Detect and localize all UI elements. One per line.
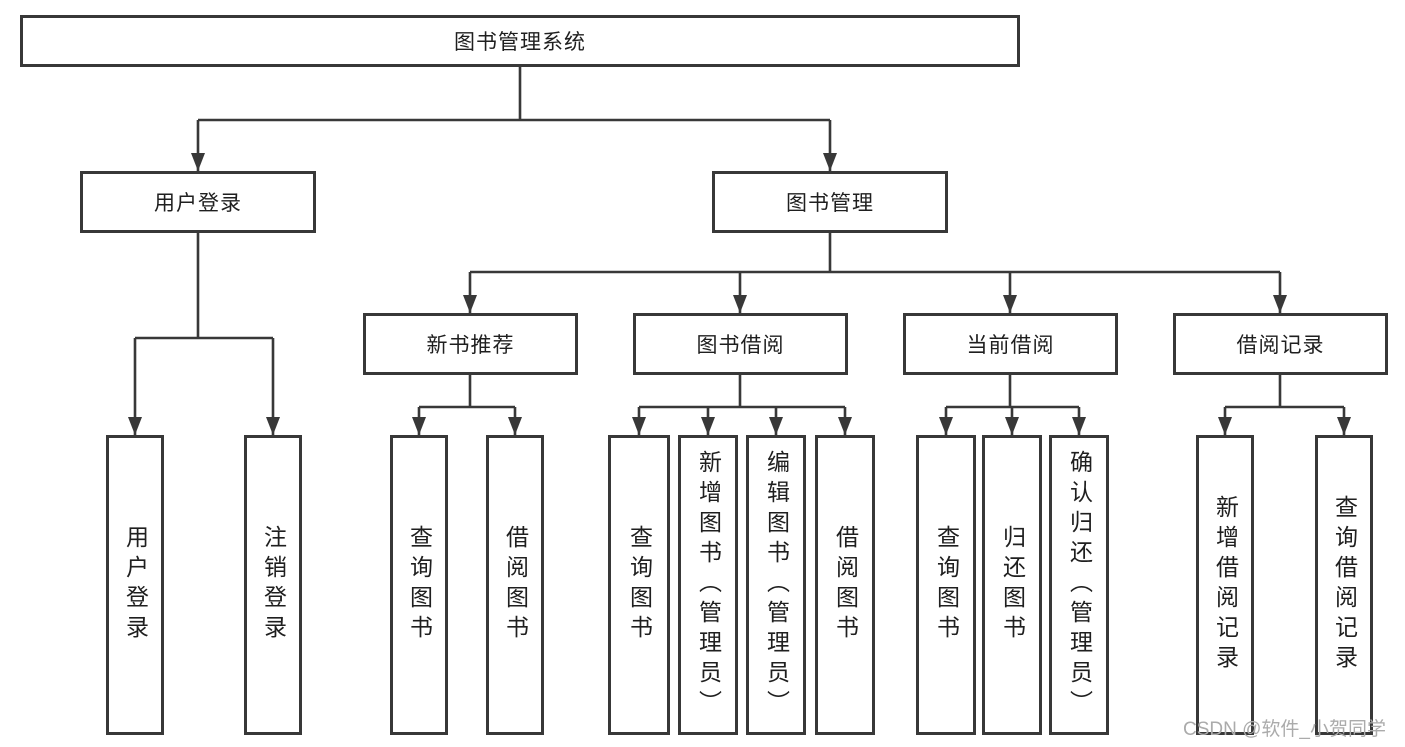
leaf-label: 查询借阅记录 [1331,495,1358,675]
watermark: CSDN @软件_小贺同学 [1183,719,1386,740]
arrow-icon [463,295,477,313]
node-borrow-records: 借阅记录 [1173,313,1388,375]
leaf-query-books-borrow: 查询图书 [608,435,670,735]
leaf-add-books-admin: 新增图书（管理员） [678,435,738,735]
leaf-label: 查询图书 [626,525,653,645]
leaf-confirm-return-admin: 确认归还（管理员） [1049,435,1109,735]
arrow-icon [266,417,280,435]
arrow-icon [1003,295,1017,313]
leaf-label: 确认归还（管理员） [1066,450,1093,720]
node-new-book-recommend: 新书推荐 [363,313,578,375]
node-user-login: 用户登录 [80,171,316,233]
connector-new-book-recommend [417,375,517,435]
node-current-borrow: 当前借阅 [903,313,1118,375]
leaf-label: 新增图书（管理员） [695,450,722,720]
node-root: 图书管理系统 [20,15,1020,67]
arrow-icon [1072,417,1086,435]
arrow-icon [1218,417,1232,435]
leaf-add-borrow-record: 新增借阅记录 [1196,435,1254,735]
arrow-icon [939,417,953,435]
arrow-icon [1273,295,1287,313]
leaf-query-borrow-record: 查询借阅记录 [1315,435,1373,735]
arrow-icon [1337,417,1351,435]
connector-borrow-records [1223,375,1346,435]
leaf-user-login: 用户登录 [106,435,164,735]
arrow-icon [632,417,646,435]
leaf-label: 借阅图书 [502,525,529,645]
arrow-icon [823,153,837,171]
leaf-label: 编辑图书（管理员） [763,450,790,720]
arrow-icon [508,417,522,435]
connector-root-l2 [196,67,832,171]
leaf-label: 归还图书 [999,525,1026,645]
node-book-management: 图书管理 [712,171,948,233]
arrow-icon [128,417,142,435]
leaf-label: 查询图书 [933,525,960,645]
leaf-edit-books-admin: 编辑图书（管理员） [746,435,806,735]
leaf-label: 新增借阅记录 [1212,495,1239,675]
arrow-icon [191,153,205,171]
leaf-return-books: 归还图书 [982,435,1042,735]
node-book-borrow: 图书借阅 [633,313,848,375]
leaf-query-books-current: 查询图书 [916,435,976,735]
leaf-label: 用户登录 [122,525,149,645]
connector-book-management [468,233,1282,313]
leaf-borrow-books: 借阅图书 [815,435,875,735]
connector-book-borrow [637,375,847,435]
arrow-icon [701,417,715,435]
leaf-borrow-books-recommend: 借阅图书 [486,435,544,735]
leaf-logout: 注销登录 [244,435,302,735]
arrow-icon [769,417,783,435]
arrow-icon [733,295,747,313]
leaf-query-books-recommend: 查询图书 [390,435,448,735]
connector-user-login [133,233,275,435]
arrow-icon [838,417,852,435]
leaf-label: 查询图书 [406,525,433,645]
leaf-label: 借阅图书 [832,525,859,645]
arrow-icon [412,417,426,435]
arrowheads [128,153,1351,435]
arrow-icon [1005,417,1019,435]
leaf-label: 注销登录 [260,525,287,645]
